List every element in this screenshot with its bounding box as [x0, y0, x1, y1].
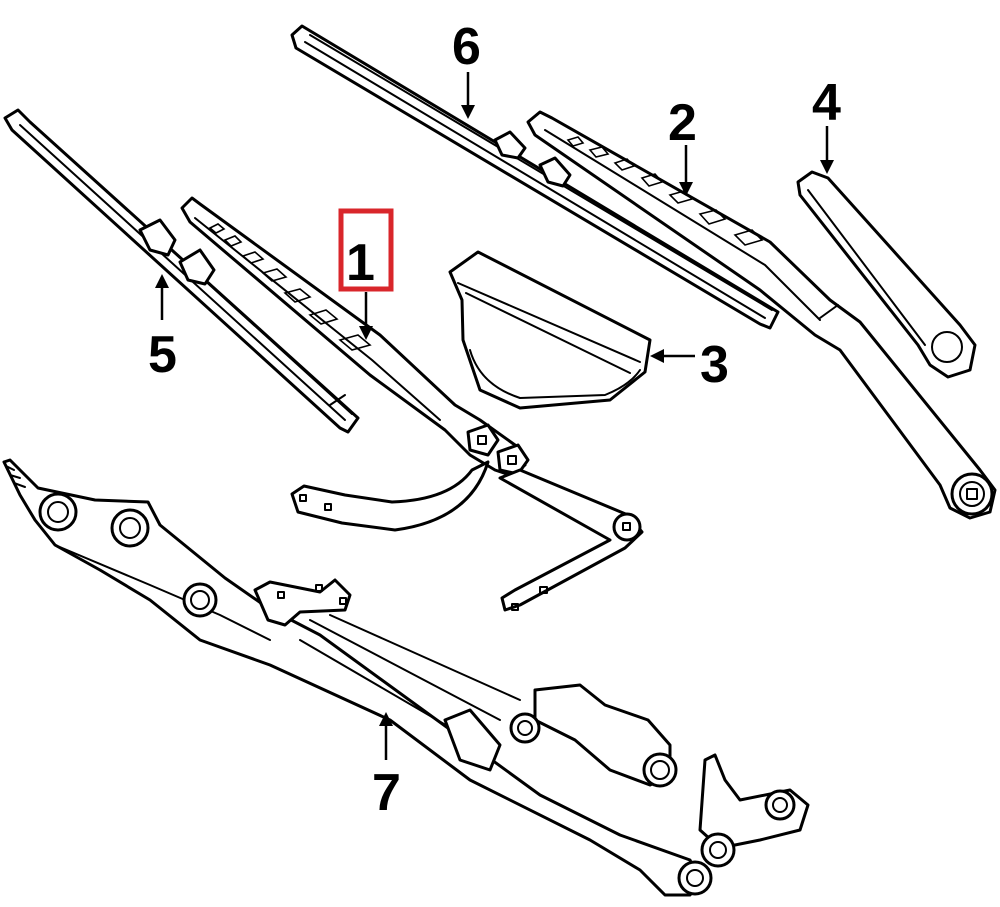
wiper-blade-right[interactable] [290, 24, 780, 330]
callout-2[interactable]: 2 [668, 94, 697, 196]
callout-label: 7 [372, 764, 401, 822]
wiper-linkage-motor-assembly[interactable] [2, 458, 810, 897]
callout-label: 6 [452, 18, 481, 76]
wiper-arm-left[interactable] [180, 196, 530, 477]
arrow-down-icon [461, 105, 475, 119]
arrow-down-icon [359, 326, 373, 340]
callout-label: 4 [812, 74, 841, 132]
cowl-cap[interactable] [448, 250, 652, 410]
arm-slots [566, 136, 764, 246]
arrow-down-icon [679, 182, 693, 196]
callout-1[interactable]: 1 [338, 208, 394, 340]
callout-label: 5 [148, 326, 177, 384]
arrow-up-icon [379, 712, 393, 726]
callout-label: 2 [668, 94, 697, 152]
arm-cover-cap[interactable] [796, 170, 977, 379]
callout-6[interactable]: 6 [452, 18, 481, 119]
arrow-up-icon [155, 274, 169, 288]
callout-3[interactable]: 3 [650, 336, 729, 394]
wiper-arm-right[interactable] [526, 110, 997, 520]
arrow-left-icon [650, 349, 664, 363]
highlight-box [338, 208, 394, 292]
arm-slots [208, 223, 372, 351]
callout-label: 3 [700, 336, 729, 394]
callout-7[interactable]: 7 [372, 712, 401, 822]
arrow-down-icon [820, 160, 834, 174]
callout-label: 1 [346, 234, 375, 292]
callout-4[interactable]: 4 [812, 74, 841, 174]
linkage-arms [290, 460, 644, 612]
wiper-blade-left[interactable] [3, 108, 360, 434]
callout-5[interactable]: 5 [148, 274, 177, 384]
